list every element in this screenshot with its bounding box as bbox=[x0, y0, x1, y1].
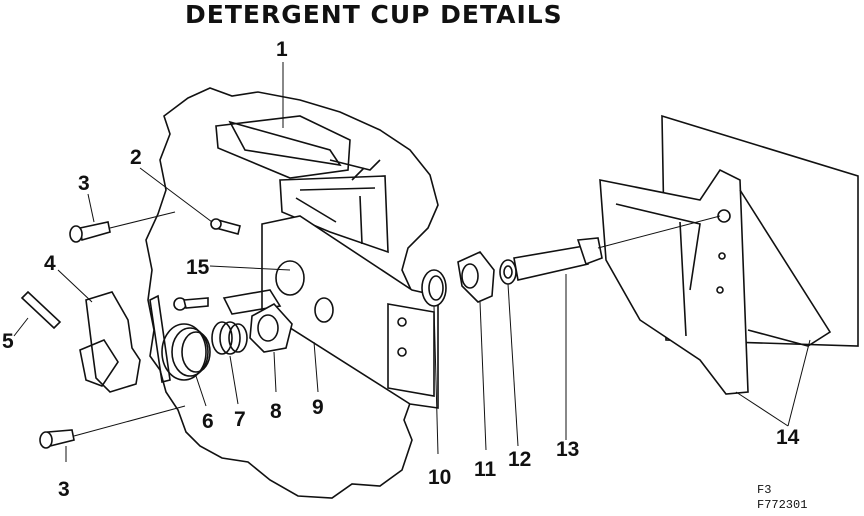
part-12-washer bbox=[499, 259, 517, 285]
callout-1: 1 bbox=[276, 38, 288, 61]
part-5-pin bbox=[20, 290, 62, 330]
figure-code-f3: F3 bbox=[757, 483, 772, 497]
part-3-screw-lower bbox=[39, 405, 186, 449]
part-10-ring bbox=[421, 269, 447, 307]
callout-labels: 1 2 3 4 5 15 6 7 8 9 10 11 12 13 14 3 bbox=[2, 38, 800, 501]
callout-13: 13 bbox=[556, 438, 579, 461]
callout-12: 12 bbox=[508, 448, 531, 471]
leader-lines bbox=[13, 62, 811, 462]
part-4-latch bbox=[79, 291, 141, 393]
callout-4: 4 bbox=[44, 252, 56, 275]
part-6-spring bbox=[149, 294, 211, 383]
callout-9: 9 bbox=[312, 396, 324, 419]
callout-10: 10 bbox=[428, 466, 451, 489]
part-11-nut bbox=[457, 251, 495, 303]
callout-6: 6 bbox=[202, 410, 214, 433]
callout-7: 7 bbox=[234, 408, 246, 431]
callout-3-lower: 3 bbox=[58, 478, 70, 501]
part-8-cam bbox=[249, 302, 293, 353]
part-1-cup-housing bbox=[215, 115, 389, 254]
callout-14: 14 bbox=[776, 426, 800, 449]
callout-3-upper: 3 bbox=[78, 172, 90, 195]
part-9-mounting-plate bbox=[222, 215, 439, 409]
door-panel-outline bbox=[145, 87, 439, 499]
part-7-spring bbox=[211, 321, 248, 355]
part-3-screw-upper bbox=[69, 211, 176, 243]
figure-code-number: F772301 bbox=[757, 498, 808, 512]
callout-11: 11 bbox=[474, 458, 497, 481]
part-14-outer-cup bbox=[597, 114, 859, 395]
callout-15: 15 bbox=[186, 256, 210, 279]
callout-2: 2 bbox=[130, 146, 142, 169]
diagram-title: DETERGENT CUP DETAILS bbox=[185, 0, 563, 29]
part-13-bolt bbox=[513, 237, 603, 281]
callout-5: 5 bbox=[2, 330, 14, 353]
part-small-screw bbox=[173, 297, 209, 311]
callout-8: 8 bbox=[270, 400, 282, 423]
part-2-screw bbox=[210, 218, 241, 235]
